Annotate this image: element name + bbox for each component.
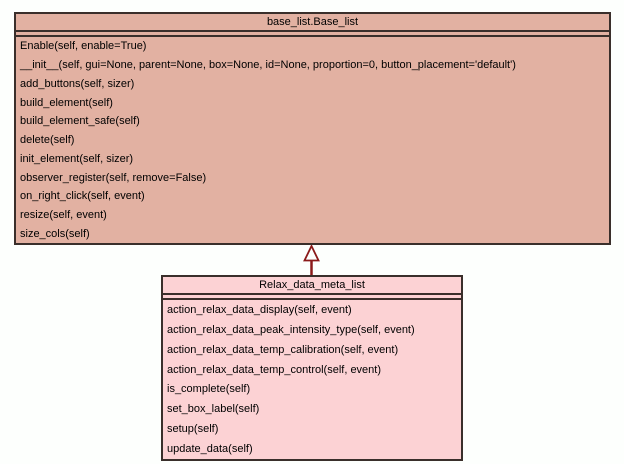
class-title-relax-data-meta-list[interactable]: Relax_data_meta_list	[163, 277, 461, 295]
method-init-element[interactable]: init_element(self, sizer)	[20, 152, 134, 165]
class-box-base-list: base_list.Base_list Enable(self, enable=…	[14, 12, 611, 245]
method-observer-register[interactable]: observer_register(self, remove=False)	[20, 171, 207, 184]
method-action-relax-data-display[interactable]: action_relax_data_display(self, event)	[167, 303, 352, 316]
method-setup[interactable]: setup(self)	[167, 423, 219, 436]
method-action-relax-data-temp-calibration[interactable]: action_relax_data_temp_calibration(self,…	[167, 343, 399, 356]
method-enable[interactable]: Enable(self, enable=True)	[20, 40, 147, 53]
method-add-buttons[interactable]: add_buttons(self, sizer)	[20, 77, 135, 90]
class-box-relax-data-meta-list: Relax_data_meta_list action_relax_data_d…	[161, 275, 463, 461]
method-build-element[interactable]: build_element(self)	[20, 96, 113, 109]
class-title-base-list[interactable]: base_list.Base_list	[16, 14, 609, 32]
method-resize[interactable]: resize(self, event)	[20, 208, 107, 221]
methods-compartment-base-list: Enable(self, enable=True) __init__(self,…	[16, 37, 609, 243]
method-update-data[interactable]: update_data(self)	[167, 443, 253, 456]
method-delete[interactable]: delete(self)	[20, 134, 75, 147]
method-action-relax-data-peak-intensity-type[interactable]: action_relax_data_peak_intensity_type(se…	[167, 323, 415, 336]
attributes-compartment-empty	[163, 295, 461, 300]
methods-compartment-relax-data-meta-list: action_relax_data_display(self, event) a…	[163, 300, 461, 459]
method-action-relax-data-temp-control[interactable]: action_relax_data_temp_control(self, eve…	[167, 363, 382, 376]
method-is-complete[interactable]: is_complete(self)	[167, 383, 251, 396]
inheritance-arrow-icon	[303, 245, 320, 276]
method-set-box-label[interactable]: set_box_label(self)	[167, 403, 260, 416]
attributes-compartment-empty	[16, 32, 609, 37]
method-size-cols[interactable]: size_cols(self)	[20, 227, 90, 240]
method-build-element-safe[interactable]: build_element_safe(self)	[20, 115, 140, 128]
method-init[interactable]: __init__(self, gui=None, parent=None, bo…	[20, 59, 516, 72]
method-on-right-click[interactable]: on_right_click(self, event)	[20, 190, 145, 203]
